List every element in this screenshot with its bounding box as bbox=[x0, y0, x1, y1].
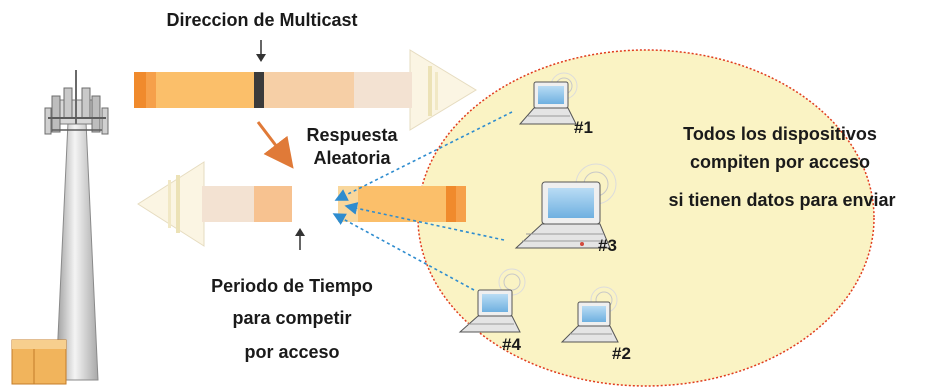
cell-coverage-area bbox=[417, 49, 875, 387]
response-line-device-3 bbox=[344, 202, 505, 241]
laptop-device-2 bbox=[560, 286, 619, 343]
random-response-label-line2: Aleatoria bbox=[313, 148, 391, 168]
time-period-label-line1: Periodo de Tiempo bbox=[211, 276, 373, 296]
laptop-device-1 bbox=[518, 72, 578, 125]
device-id-label-2: #2 bbox=[612, 344, 631, 363]
device-id-label-4: #4 bbox=[502, 335, 521, 354]
response-line-device-1 bbox=[334, 111, 513, 201]
laptop-device-4 bbox=[458, 268, 526, 333]
all-devices-label-line3: si tienen datos para enviar bbox=[668, 190, 895, 210]
multicast-pointer-arrow bbox=[256, 40, 266, 62]
cell-tower bbox=[44, 70, 109, 381]
multicast-direction-label: Direccion de Multicast bbox=[166, 10, 357, 30]
multicast-arrow bbox=[134, 49, 477, 131]
laptop-device-3 bbox=[514, 163, 617, 249]
all-devices-label-line1: Todos los dispositivos bbox=[683, 124, 877, 144]
time-period-label-line3: por acceso bbox=[244, 342, 339, 362]
device-id-label-1: #1 bbox=[574, 118, 593, 137]
device-response-lines bbox=[332, 111, 513, 291]
random-response-arrow bbox=[256, 121, 294, 169]
device-id-label-3: #3 bbox=[598, 236, 617, 255]
response-arrow bbox=[137, 161, 466, 247]
random-response-label-line1: Respuesta bbox=[306, 125, 398, 145]
all-devices-label-line2: compiten por acceso bbox=[690, 152, 870, 172]
response-line-device-4 bbox=[332, 213, 475, 291]
time-period-pointer-arrow bbox=[295, 228, 305, 250]
time-period-label-line2: para competir bbox=[232, 308, 351, 328]
equipment-shelter bbox=[11, 339, 67, 385]
